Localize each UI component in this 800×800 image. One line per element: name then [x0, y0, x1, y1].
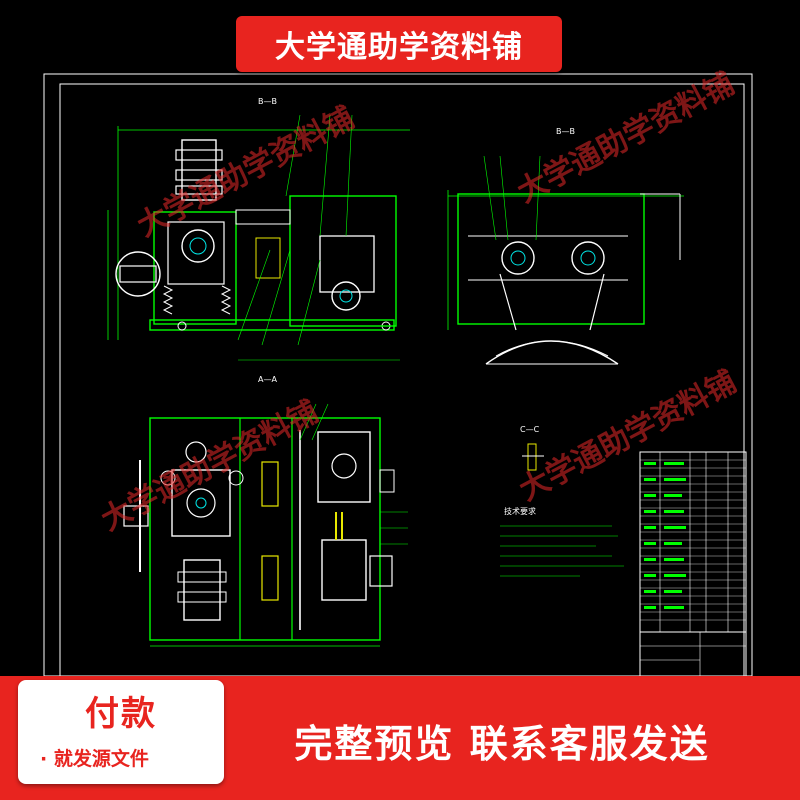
inner-border: [59, 83, 745, 679]
store-banner: 大学通助学资料铺: [236, 16, 562, 72]
technical-notes: 技术要求: [500, 506, 624, 577]
view-label-aa: A—A: [258, 375, 277, 384]
pay-sublabel: · 就发源文件: [40, 748, 149, 770]
front-section-view: [107, 114, 410, 361]
notes-title: 技术要求: [504, 506, 536, 516]
side-belt-view: [447, 155, 684, 365]
detail-cc: [522, 443, 544, 471]
pay-label: 付款: [85, 694, 157, 734]
view-label-cc: C—C: [520, 425, 540, 434]
contact-cta: 完整预览 联系客服发送: [294, 721, 710, 766]
plan-view: [123, 403, 408, 647]
pay-badge: 付款 · 就发源文件: [18, 680, 224, 784]
view-label-bb-right: B—B: [556, 127, 575, 136]
view-label-bb-left: B—B: [258, 97, 277, 106]
parts-list-table: [639, 451, 747, 677]
